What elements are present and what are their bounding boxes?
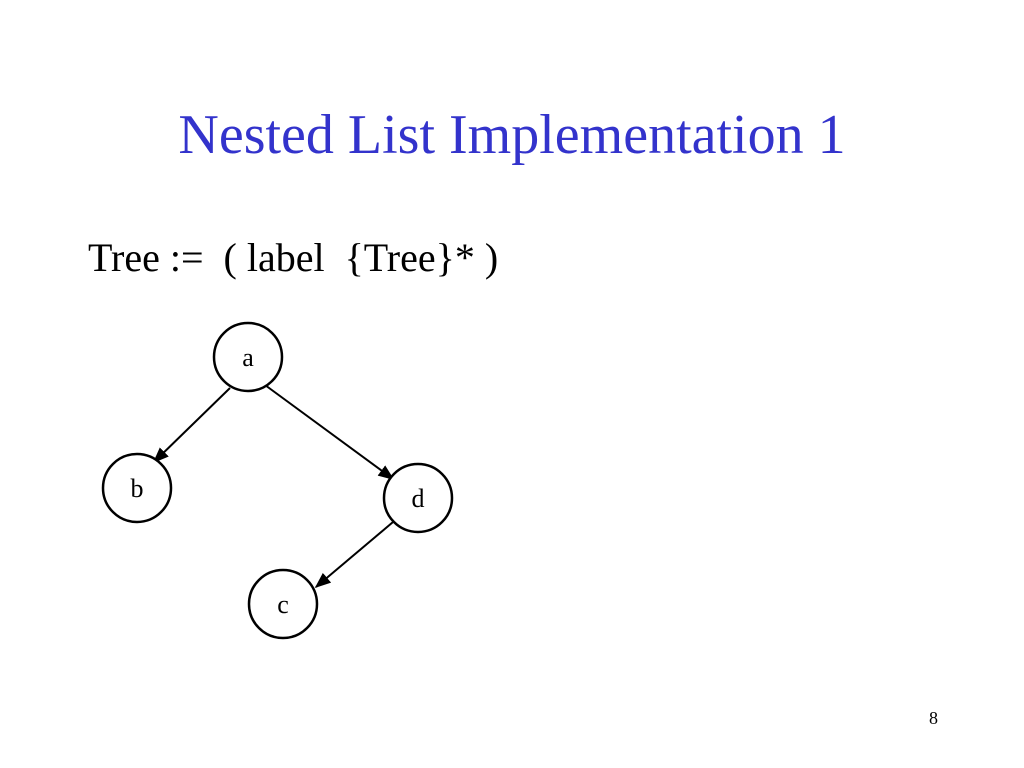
tree-node-a: a	[212, 321, 284, 393]
grammar-definition: Tree := ( label {Tree}* )	[88, 235, 499, 280]
tree-node-c: c	[247, 568, 319, 640]
node-label-c: c	[277, 590, 289, 619]
node-label-d: d	[412, 484, 425, 513]
edge-a-d	[264, 384, 395, 480]
node-label-a: a	[242, 343, 254, 372]
edge-a-b	[152, 387, 231, 464]
tree-node-b: b	[101, 452, 173, 524]
tree-node-d: d	[382, 462, 454, 534]
slide-title: Nested List Implementation 1	[178, 104, 846, 166]
page-number: 8	[929, 708, 938, 728]
edge-d-c	[314, 521, 394, 589]
node-label-b: b	[131, 474, 144, 503]
